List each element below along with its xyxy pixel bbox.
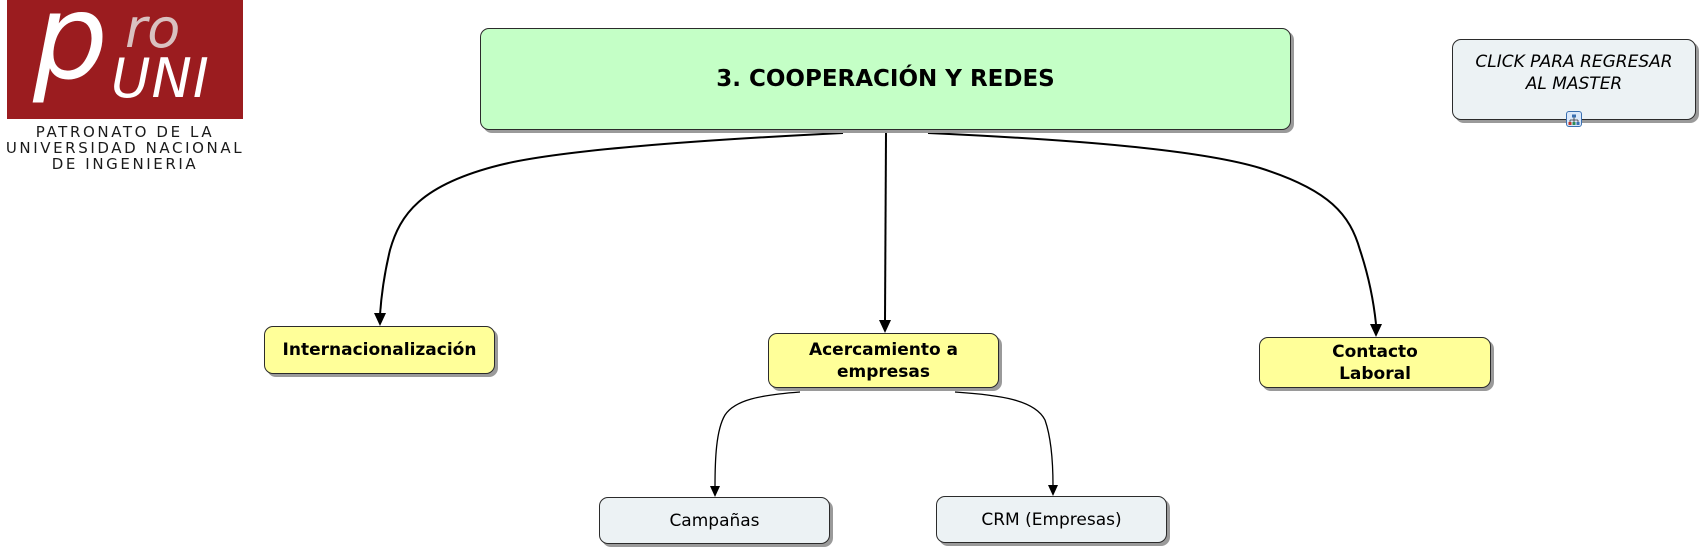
logo-caption: PATRONATO DE LA UNIVERSIDAD NACIONAL DE … [0, 124, 250, 172]
return-to-master-node[interactable]: CLICK PARA REGRESAR AL MASTER [1452, 39, 1696, 120]
arrowhead [1370, 324, 1382, 337]
connector-root-to-acercamiento [884, 132, 887, 322]
connector-root-to-internacionalizacion [379, 132, 844, 316]
concept-label: Campañas [669, 510, 760, 531]
logo-letters-uni: UNI [111, 47, 210, 110]
concept-label: CRM (Empresas) [981, 509, 1122, 530]
master-link-line: AL MASTER [1525, 73, 1623, 94]
logo-caption-line: PATRONATO DE LA [35, 123, 215, 141]
master-link-line: CLICK PARA REGRESAR [1475, 51, 1673, 72]
concept-label: empresas [836, 361, 931, 382]
connector-acercamiento-to-campanas [714, 391, 801, 488]
arrowhead [710, 486, 720, 497]
logo-mark: p ro UNI [7, 0, 243, 119]
logo-letter-p: p [33, 0, 108, 106]
arrowhead [1048, 485, 1058, 496]
root-concept-label: 3. COOPERACIÓN Y REDES [716, 66, 1055, 92]
arrowhead [879, 320, 891, 333]
logo-caption-line: UNIVERSIDAD NACIONAL [5, 139, 245, 157]
concept-node-campanas[interactable]: Campañas [599, 497, 830, 544]
concept-node-contacto-laboral[interactable]: Contacto Laboral [1259, 337, 1491, 388]
concept-label: Acercamiento a [808, 339, 959, 360]
prouni-logo: p ro UNI PATRONATO DE LA UNIVERSIDAD NAC… [0, 0, 250, 175]
concept-node-crm-empresas[interactable]: CRM (Empresas) [936, 496, 1167, 543]
connector-root-to-contacto [927, 132, 1377, 325]
concept-map-link-icon[interactable] [1566, 111, 1582, 127]
concept-node-acercamiento-empresas[interactable]: Acercamiento a empresas [768, 333, 999, 388]
connector-acercamiento-to-crm [954, 391, 1054, 487]
concept-node-internacionalizacion[interactable]: Internacionalización [264, 326, 495, 374]
root-concept-node[interactable]: 3. COOPERACIÓN Y REDES [480, 28, 1291, 130]
concept-label: Internacionalización [282, 340, 477, 360]
logo-letters-ro: ro [125, 0, 181, 60]
logo-caption-line: DE INGENIERIA [51, 155, 199, 173]
concept-label: Contacto [1332, 341, 1418, 362]
arrowhead [374, 313, 386, 326]
concept-label: Laboral [1339, 363, 1411, 384]
